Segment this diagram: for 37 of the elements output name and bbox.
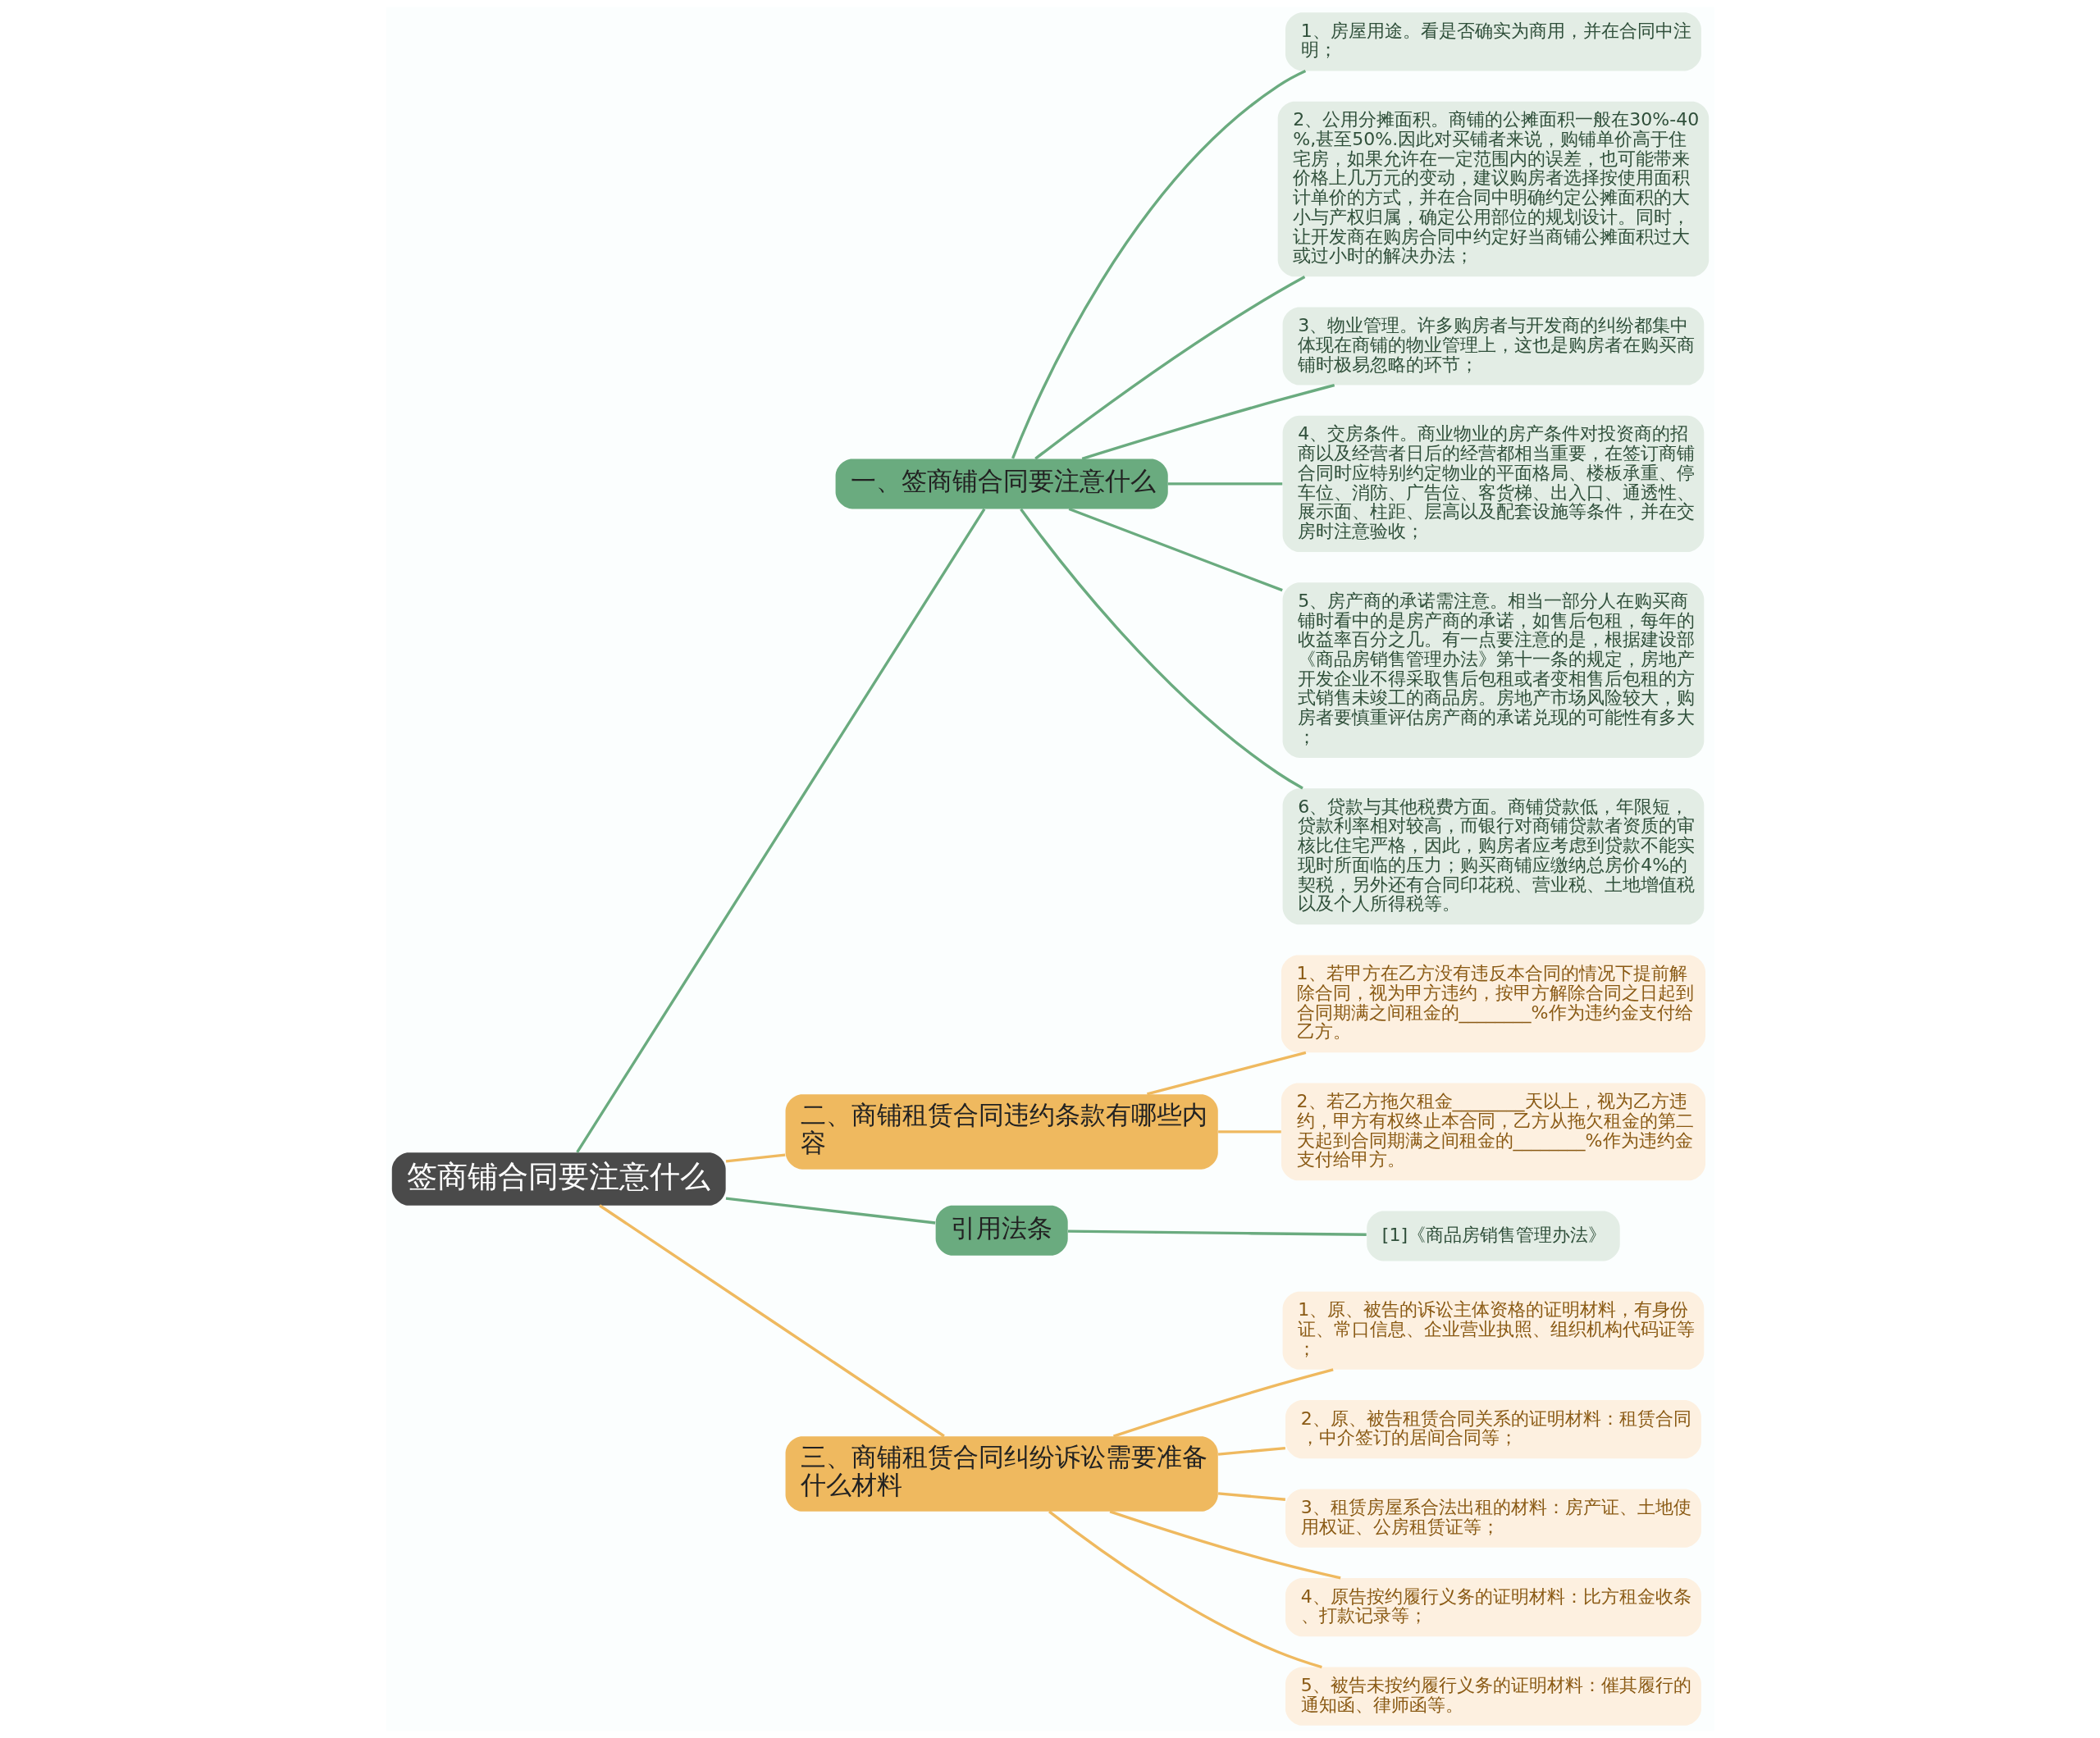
- connector: [1081, 383, 1335, 460]
- connector: [1146, 1051, 1306, 1096]
- connector: [1167, 482, 1282, 486]
- node-box: 二、商铺租赁合同违约条款有哪些内容: [785, 1094, 1218, 1170]
- connector: [1217, 1130, 1281, 1134]
- node-box: 1、若甲方在乙方没有违反本合同的情况下提前解除合同，视为甲方违约，按甲方解除合同之日起到合同期满之间租金的________%作为违约金支付给乙方。: [1281, 955, 1705, 1053]
- connector: [1217, 1492, 1285, 1501]
- connector: [1067, 1229, 1367, 1236]
- connector: [1109, 1510, 1341, 1580]
- connector: [1034, 276, 1305, 460]
- node-box: 签商铺合同要注意什么: [391, 1152, 726, 1206]
- node-box: 1、原、被告的诉讼主体资格的证明材料，有身份证、常口信息、企业营业执照、组织机构代码证等；: [1282, 1291, 1704, 1370]
- node-box: 2、公用分摊面积。商铺的公摊面积一般在30%-40%,甚至50%.因此对买铺者来说，购铺单价高于住宅房，如果允许在一定范围内的误差，也可能带来价格上几万元的变动，建议购房者选择按使用面积计单价的方式，并在合同中明确约定公摊面积的大小与产权归属，确定公用部位的规划设计。同时，让开发商在购房合同中约定好当商铺公摊面积过大或过小时的解决办法；: [1277, 101, 1709, 277]
- node-box: 2、若乙方拖欠租金________天以上，视为乙方违约，甲方有权终止本合同，乙方从拖欠租金的第二天起到合同期满之间租金的________%作为违约金支付给甲方。: [1281, 1083, 1705, 1181]
- connector: [1112, 1368, 1334, 1438]
- connector: [725, 1153, 785, 1163]
- node-box: 3、物业管理。许多购房者与开发商的纠纷都集中体现在商铺的物业管理上，这也是购房者在购买商铺时极易忽略的环节；: [1282, 307, 1704, 385]
- node-box: 三、商铺租赁合同纠纷诉讼需要准备什么材料: [785, 1436, 1218, 1512]
- node-box: 1、房屋用途。看是否确实为商用，并在合同中注明；: [1285, 12, 1701, 71]
- connector: [1019, 508, 1303, 790]
- node-box: 3、租赁房屋系合法出租的材料：房产证、土地使用权证、公房租赁证等；: [1285, 1489, 1701, 1548]
- connector: [1011, 69, 1306, 459]
- connector: [1068, 507, 1283, 592]
- node-box: 6、贷款与其他税费方面。商铺贷款低，年限短，贷款利率相对较高，而银行对商铺贷款者资质的审核比住宅严格，因此，购房者应考虑到贷款不能实现时所面临的压力；购买商铺应缴纳总房价4%的契税，另外还有合同印花税、营业税、土地增值税以及个人所得税等。: [1282, 788, 1704, 925]
- node-box: [1]《商品房销售管理办法》: [1366, 1211, 1620, 1261]
- connector: [725, 1197, 935, 1225]
- connector: [575, 508, 985, 1153]
- node-box: 2、原、被告租赁合同关系的证明材料：租赁合同，中介签订的居间合同等；: [1285, 1400, 1701, 1459]
- connector: [1217, 1446, 1285, 1456]
- node-box: 4、原告按约履行义务的证明材料：比方租金收条、打款记录等；: [1285, 1578, 1701, 1637]
- node-box: 引用法条: [935, 1205, 1068, 1256]
- connector: [1048, 1510, 1322, 1669]
- node-box: 4、交房条件。商业物业的房产条件对投资商的招商以及经营者日后的经营都相当重要，在签订商铺合同时应特别约定物业的平面格局、楼板承重、停车位、消防、广告位、客货梯、出入口、通透性、展示面、柱距、层高以及配套设施等条件，并在交房时注意验收；: [1282, 415, 1704, 552]
- node-box: 5、房产商的承诺需注意。相当一部分人在购买商铺时看中的是房产商的承诺，如售后包租，每年的收益率百分之几。有一点要注意的是，根据建设部《商品房销售管理办法》第十一条的规定，房地产开发企业不得采取售后包租或者变相售后包租的方式销售未竣工的商品房。房地产市场风险较大，购房者要慎重评估房产商的承诺兑现的可能性有多大；: [1282, 582, 1704, 758]
- connector: [598, 1204, 945, 1438]
- node-box: 一、签商铺合同要注意什么: [835, 458, 1168, 509]
- node-box: 5、被告未按约履行义务的证明材料：催其履行的通知函、律师函等。: [1285, 1667, 1701, 1726]
